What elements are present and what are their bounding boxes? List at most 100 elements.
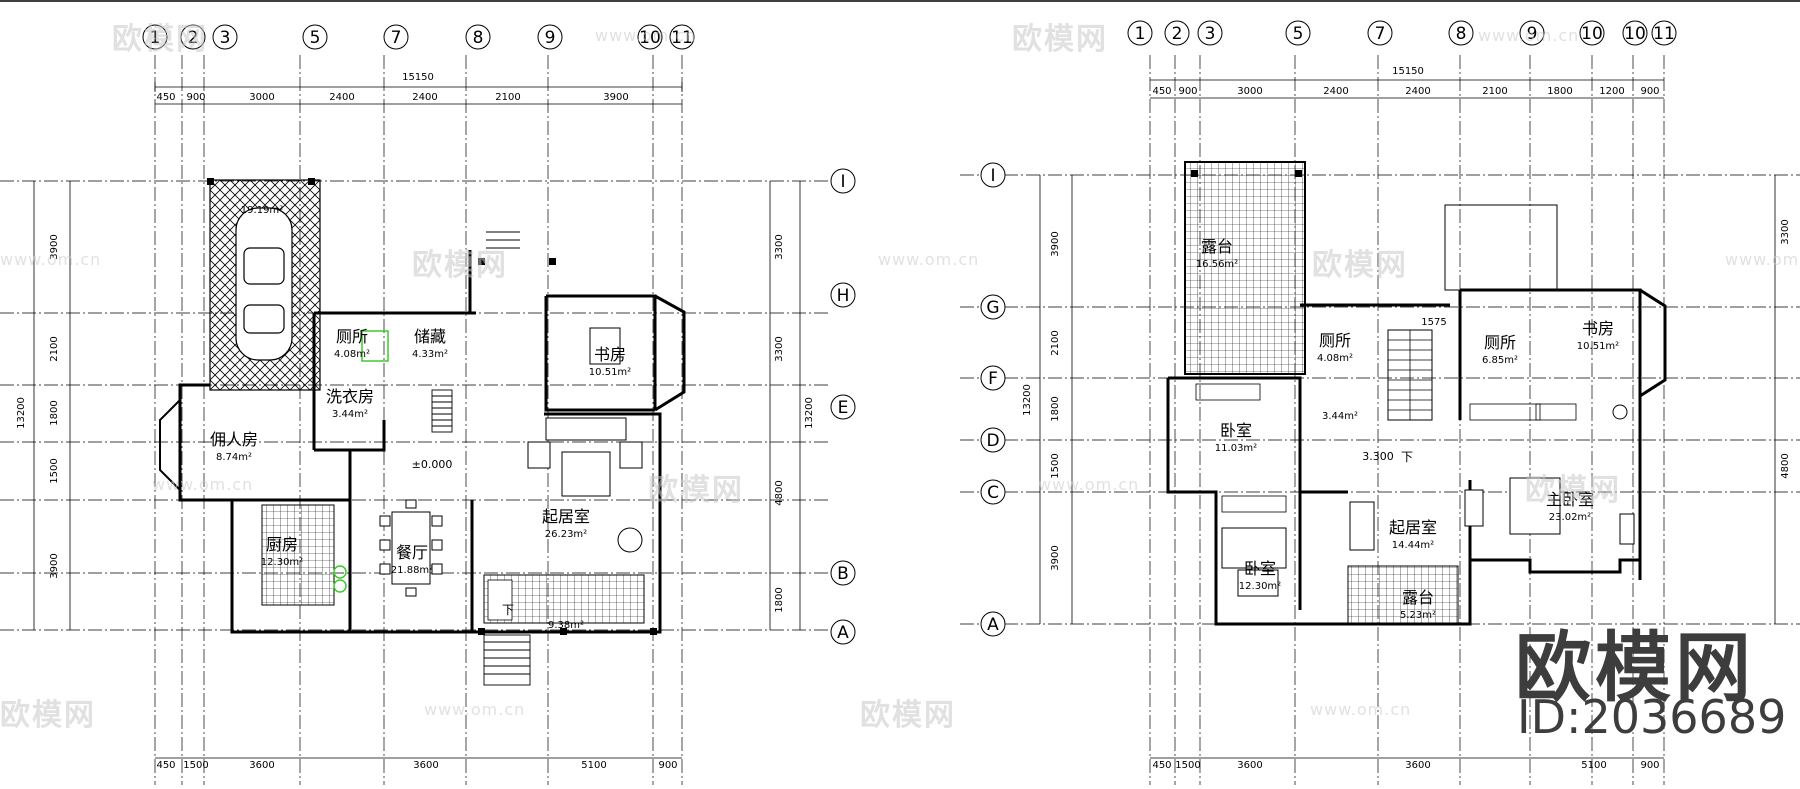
svg-text:F: F: [988, 369, 998, 389]
dimension-text: 450: [1152, 760, 1171, 771]
stair-direction: 下: [502, 603, 514, 617]
room-name: 露台: [1402, 588, 1434, 607]
axis-bubble: 10: [1579, 20, 1605, 46]
dimension-text: 3300: [774, 336, 785, 361]
axis-bubble: 3: [212, 24, 238, 50]
room-area: 3.44m²: [1322, 411, 1358, 422]
dimension-text: 3300: [774, 234, 785, 259]
left-floor-plan: [0, 55, 830, 785]
room-name: 厕所: [1484, 333, 1516, 352]
room-name: 主卧室: [1546, 490, 1594, 509]
room-name: 厨房: [266, 535, 298, 554]
room-area: 5.23m²: [1400, 610, 1436, 621]
dimension-text: 900: [186, 92, 205, 103]
axis-bubble: 10: [1622, 20, 1648, 46]
axis-bubble: 10: [637, 24, 663, 50]
dimension-text: 450: [156, 760, 175, 771]
dimension-text: 3900: [1050, 231, 1061, 256]
axis-bubble: G: [980, 294, 1006, 320]
room-area: 11.03m²: [1215, 443, 1257, 454]
svg-text:5: 5: [1293, 24, 1304, 44]
svg-text:H: H: [837, 286, 850, 306]
axis-bubble: 5: [302, 24, 328, 50]
model-id: ID:2036689: [1517, 690, 1787, 744]
room-area: 26.23m²: [545, 529, 587, 540]
svg-text:7: 7: [1375, 24, 1386, 44]
svg-text:3: 3: [1205, 24, 1216, 44]
axis-bubble: C: [980, 479, 1006, 505]
axis-bubble: 8: [465, 24, 491, 50]
svg-text:9: 9: [545, 28, 556, 48]
svg-text:11: 11: [671, 28, 693, 48]
svg-text:7: 7: [391, 28, 402, 48]
dimension-total: 15150: [402, 72, 434, 83]
axis-bubble: 8: [1448, 20, 1474, 46]
svg-text:A: A: [987, 615, 999, 635]
room-name: 书房: [1582, 319, 1614, 338]
axis-bubble: 11: [1651, 20, 1677, 46]
room-area: 8.74m²: [216, 452, 252, 463]
room-name: 厕所: [336, 327, 368, 346]
room-area: 9.38m²: [548, 620, 584, 631]
dimension-text: 2100: [1482, 86, 1507, 97]
axis-bubble: 3: [1197, 20, 1223, 46]
dimension-text: 3900: [603, 92, 628, 103]
dimension-text: 3600: [1405, 760, 1430, 771]
axis-bubble: 1: [142, 24, 168, 50]
axis-bubble: D: [980, 427, 1006, 453]
dimension-text: 3300: [1780, 219, 1791, 244]
axis-bubble: B: [830, 560, 856, 586]
axis-bubble: A: [830, 619, 856, 645]
axis-bubble: 9: [537, 24, 563, 50]
axis-bubble: 9: [1519, 20, 1545, 46]
dimension-text: 450: [1152, 86, 1171, 97]
svg-text:3: 3: [220, 28, 231, 48]
dimension-text: 1575: [1421, 317, 1446, 328]
dimension-text: 2100: [1050, 330, 1061, 355]
svg-text:9: 9: [1527, 24, 1538, 44]
svg-text:1: 1: [150, 28, 161, 48]
svg-text:B: B: [837, 564, 849, 584]
room-name: 洗衣房: [326, 387, 374, 406]
dimension-text: 2400: [1323, 86, 1348, 97]
dimension-text: 900: [1640, 86, 1659, 97]
axis-bubble: 7: [1367, 20, 1393, 46]
room-area: 4.08m²: [1317, 353, 1353, 364]
room-area: 14.44m²: [1392, 540, 1434, 551]
dimension-text: 3900: [1050, 545, 1061, 570]
svg-text:E: E: [838, 398, 849, 418]
dimension-text: 1500: [1050, 453, 1061, 478]
dimension-text: 900: [1178, 86, 1197, 97]
axis-bubble: 5: [1285, 20, 1311, 46]
axis-bubble: 1: [1127, 20, 1153, 46]
room-area: 4.08m²: [334, 349, 370, 360]
floor-level: 3.300: [1362, 450, 1394, 463]
room-area: 12.30m²: [1239, 581, 1281, 592]
dimension-text: 3600: [249, 760, 274, 771]
axis-bubble: I: [830, 168, 856, 194]
dimension-text: 1800: [774, 587, 785, 612]
dimension-total: 13200: [804, 397, 815, 429]
dimension-text: 3600: [1237, 760, 1262, 771]
room-name: 餐厅: [396, 543, 428, 562]
axis-bubble: E: [830, 394, 856, 420]
dimension-text: 450: [156, 92, 175, 103]
dimension-text: 4800: [774, 480, 785, 505]
axis-bubble: 2: [180, 24, 206, 50]
svg-text:2: 2: [1172, 24, 1183, 44]
dimension-text: 3600: [413, 760, 438, 771]
dimension-text: 5100: [1581, 760, 1606, 771]
room-name: 佣人房: [210, 430, 258, 449]
room-name: 起居室: [542, 507, 590, 526]
axis-bubble: 7: [383, 24, 409, 50]
svg-text:I: I: [990, 166, 995, 186]
axis-bubble: H: [830, 282, 856, 308]
axis-bubble: 2: [1164, 20, 1190, 46]
floor-level: ±0.000: [412, 458, 453, 471]
room-name: 卧室: [1244, 559, 1276, 578]
room-area: 21.88m²: [391, 565, 433, 576]
room-name: 卧室: [1220, 421, 1252, 440]
room-area: 6.85m²: [1482, 355, 1518, 366]
dimension-text: 2100: [49, 336, 60, 361]
